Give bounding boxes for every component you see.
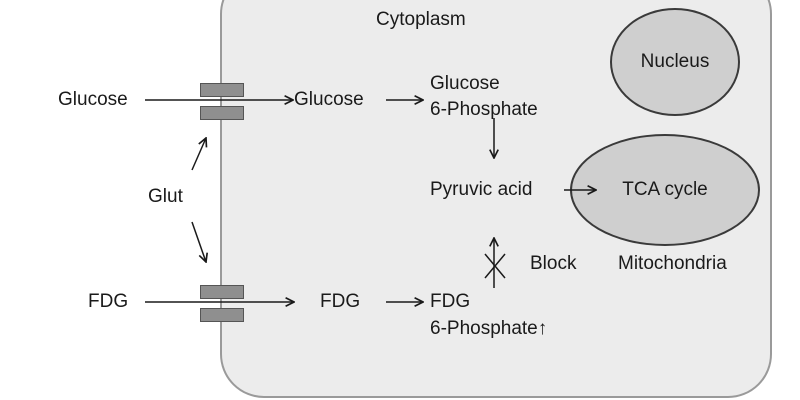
glut-label: Glut	[148, 186, 183, 207]
fdg-6-phosphate-line1: FDG	[430, 291, 471, 312]
pyruvic-acid-label: Pyruvic acid	[430, 179, 533, 200]
mitochondrion: TCA cycle	[570, 134, 760, 246]
glucose-6-phosphate-line2: 6-Phosphate	[430, 99, 538, 120]
glucose-transporter-top	[200, 83, 244, 97]
fdg-intracellular-label: FDG	[320, 291, 361, 312]
block-label: Block	[530, 253, 577, 274]
glucose-6-phosphate-line1: Glucose	[430, 73, 500, 94]
tca-cycle-label: TCA cycle	[622, 179, 708, 200]
fdg-transporter-bottom	[200, 308, 244, 322]
nucleus-label: Nucleus	[640, 51, 710, 72]
cytoplasm-label: Cytoplasm	[376, 9, 466, 30]
glucose-intracellular-label: Glucose	[294, 89, 364, 110]
fdg-6-phosphate-line2: 6-Phosphate↑	[430, 318, 548, 339]
fdg-extracellular-label: FDG	[88, 291, 129, 312]
mitochondria-label: Mitochondria	[618, 253, 727, 274]
fdg-transporter-top	[200, 285, 244, 299]
block-cross-b	[484, 253, 506, 279]
glucose-extracellular-label: Glucose	[58, 89, 128, 110]
glut-to-fdg-transporter-arrow	[191, 221, 206, 262]
nucleus: Nucleus	[610, 8, 740, 116]
glucose-transporter-bottom	[200, 106, 244, 120]
glut-to-glucose-transporter-arrow	[191, 138, 206, 171]
